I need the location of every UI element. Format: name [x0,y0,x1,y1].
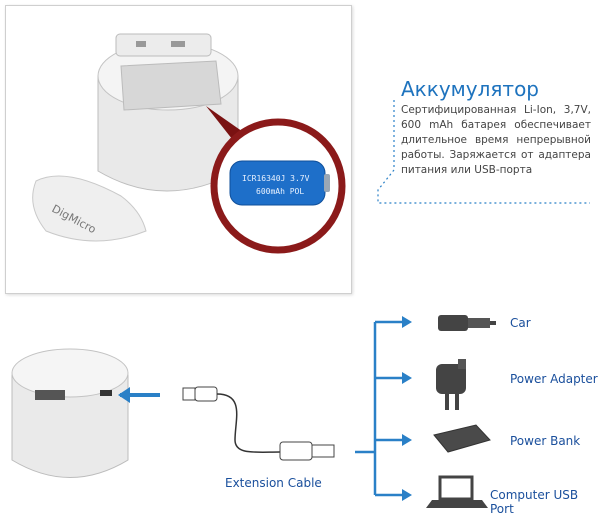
device-arrow [118,387,130,403]
battery-title: Аккумулятор [401,77,539,101]
battery-label-line2: 600mAh POL [256,187,304,196]
target-power-adapter: Power Adapter [510,372,598,386]
target-car: Car [510,316,531,330]
device-closed [11,348,129,478]
cable-label: Extension Cable [225,476,322,490]
battery-description: Сертифицированная Li-Ion, 3,7V, 600 mAh … [401,104,591,176]
target-computer-usb: Computer USB Port [490,488,579,516]
device-photo-frame: DigMicro ICR16340J 3.7V 600mAh POL [5,5,352,294]
power-bank-icon [433,424,491,453]
battery-label-line1: ICR16340J 3.7V [242,174,310,183]
car-charger-icon [438,315,496,331]
power-adapter-icon [436,359,466,410]
extension-cable [182,386,335,461]
battery-icon: ICR16340J 3.7V 600mAh POL [229,160,330,206]
laptop-icon [426,475,488,508]
device-photo: DigMicro ICR16340J 3.7V 600mAh POL [32,33,346,254]
target-power-bank: Power Bank [510,434,581,448]
